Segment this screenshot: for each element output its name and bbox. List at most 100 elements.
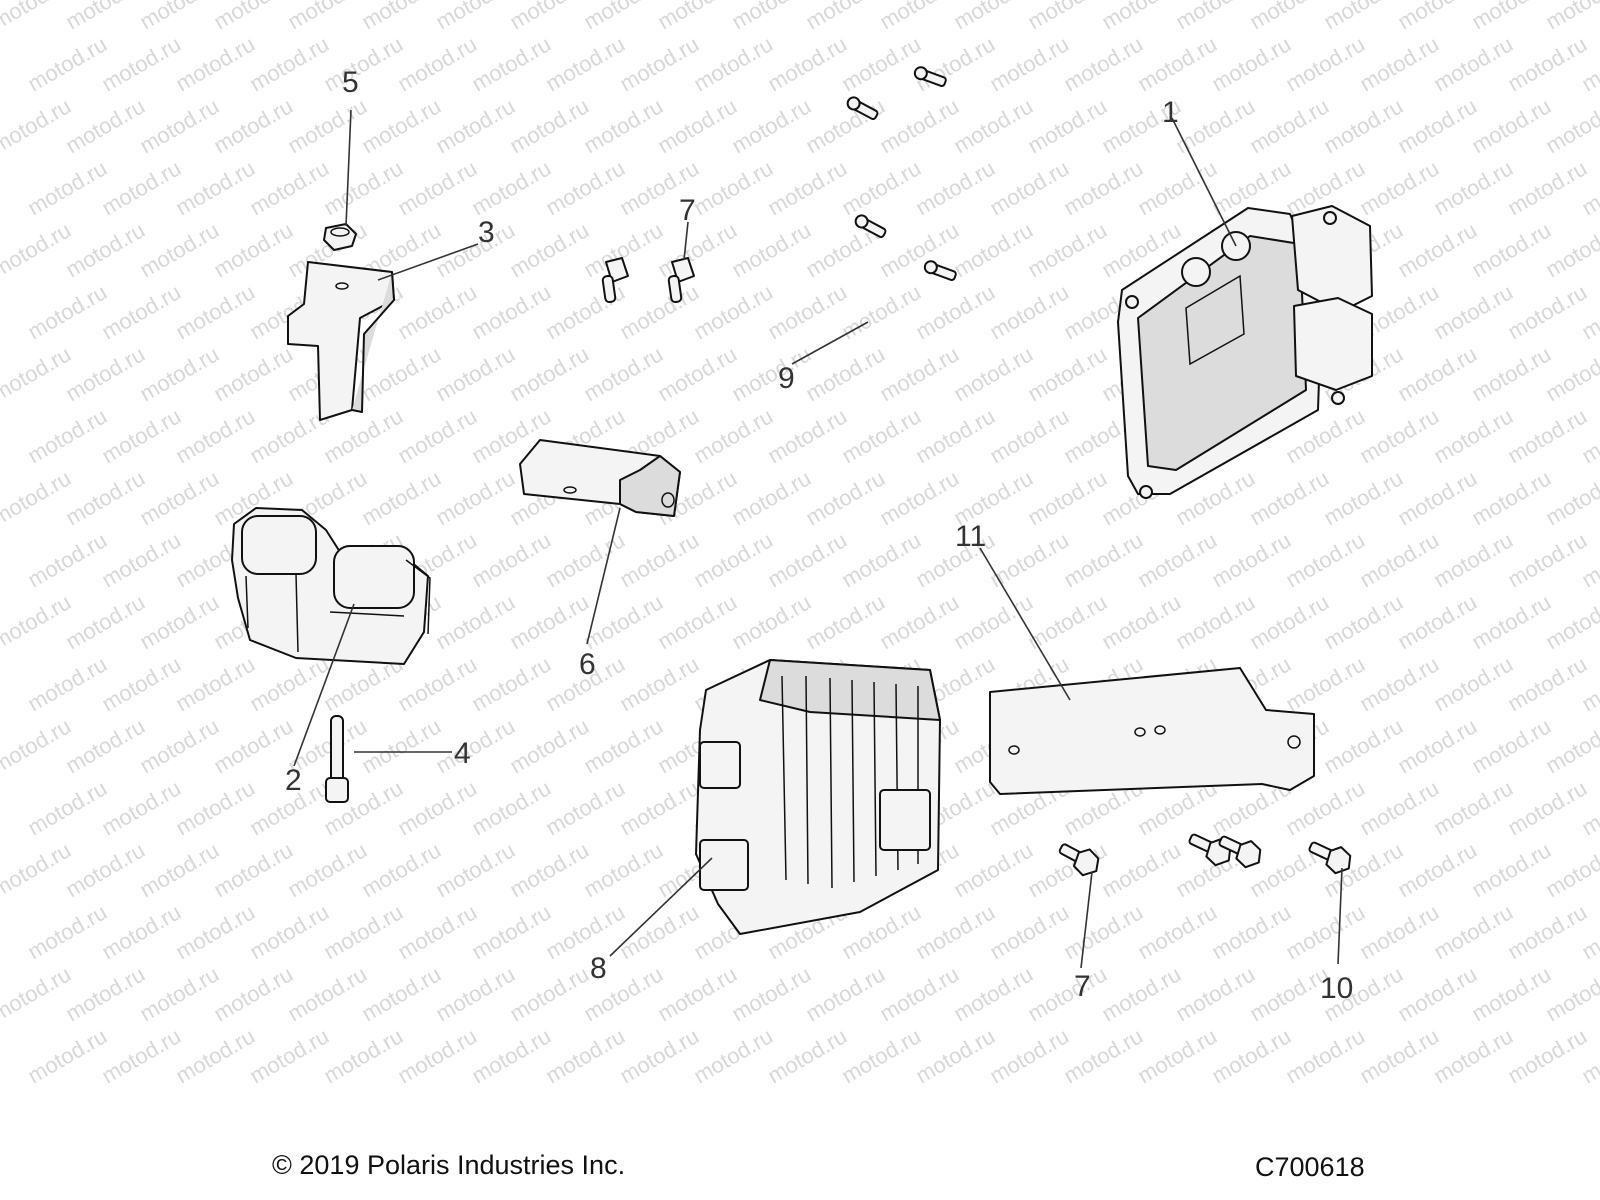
watermark-text: motod.ru <box>1541 0 1600 34</box>
watermark-text: motod.ru <box>61 0 149 34</box>
watermark-text: motod.ru <box>431 341 519 406</box>
watermark-text: motod.ru <box>1319 713 1407 778</box>
watermark-text: motod.ru <box>1541 961 1600 1026</box>
watermark-text: motod.ru <box>1503 403 1591 468</box>
leader-2 <box>293 603 355 767</box>
watermark-text: motod.ru <box>23 527 111 592</box>
leader-7b <box>1080 871 1093 969</box>
watermark-text: motod.ru <box>763 31 851 96</box>
watermark-text: motod.ru <box>1355 775 1443 840</box>
watermark-text: motod.ru <box>1467 217 1555 282</box>
watermark-text: motod.ru <box>727 0 815 34</box>
watermark-text: motod.ru <box>61 713 149 778</box>
callout-1: 1 <box>1162 96 1179 129</box>
watermark-text: motod.ru <box>579 713 667 778</box>
watermark-text: motod.ru <box>1133 1023 1221 1088</box>
watermark-text: motod.ru <box>1393 0 1481 34</box>
watermark-text: motod.ru <box>1541 713 1600 778</box>
watermark-text: motod.ru <box>97 651 185 716</box>
watermark-text: motod.ru <box>61 961 149 1026</box>
callout-4: 4 <box>454 737 471 770</box>
watermark-text: motod.ru <box>135 341 223 406</box>
watermark-text: motod.ru <box>911 403 999 468</box>
watermark-text: motod.ru <box>135 0 223 34</box>
watermark-text: motod.ru <box>1467 837 1555 902</box>
watermark-text: motod.ru <box>1355 1023 1443 1088</box>
watermark-text: motod.ru <box>209 0 297 34</box>
watermark-text: motod.ru <box>61 93 149 158</box>
watermark-text: motod.ru <box>1097 961 1185 1026</box>
watermark-text: motod.ru <box>209 341 297 406</box>
watermark-text: motod.ru <box>393 279 481 344</box>
watermark-text: motod.ru <box>689 1023 777 1088</box>
watermark-text: motod.ru <box>171 651 259 716</box>
watermark-text: motod.ru <box>1355 651 1443 716</box>
part-10-bolts <box>1188 833 1352 875</box>
watermark-text: motod.ru <box>357 341 445 406</box>
watermark-text: motod.ru <box>1355 403 1443 468</box>
watermark-text: motod.ru <box>911 155 999 220</box>
watermark-text: motod.ru <box>1133 155 1221 220</box>
part-7-bolt-pair <box>601 257 695 304</box>
watermark-text: motod.ru <box>801 465 889 530</box>
watermark-text: motod.ru <box>1059 527 1147 592</box>
leader-8 <box>609 857 713 957</box>
leader-3 <box>377 243 479 281</box>
watermark-text: motod.ru <box>97 527 185 592</box>
watermark-text: motod.ru <box>357 713 445 778</box>
watermark-text: motod.ru <box>985 403 1073 468</box>
watermark-text: motod.ru <box>949 837 1037 902</box>
watermark-text: motod.ru <box>837 155 925 220</box>
watermark-text: motod.ru <box>431 961 519 1026</box>
watermark-text: motod.ru <box>0 341 75 406</box>
watermark-text: motod.ru <box>393 899 481 964</box>
watermark-text: motod.ru <box>0 961 75 1026</box>
watermark-text: motod.ru <box>1133 31 1221 96</box>
watermark-text: motod.ru <box>541 527 629 592</box>
watermark-text: motod.ru <box>23 1023 111 1088</box>
watermark-text: motod.ru <box>357 0 445 34</box>
watermark-text: motod.ru <box>1281 31 1369 96</box>
watermark-text: motod.ru <box>283 0 371 34</box>
callout-2: 2 <box>285 764 302 797</box>
watermark-text: motod.ru <box>1429 775 1517 840</box>
watermark-text: motod.ru <box>653 589 741 654</box>
part-8-voltage-regulator <box>695 659 941 935</box>
watermark-text: motod.ru <box>1171 961 1259 1026</box>
watermark-text: motod.ru <box>135 961 223 1026</box>
leader-lines <box>293 109 1343 969</box>
part-9-small-bolts <box>846 66 957 281</box>
watermark-text: motod.ru <box>801 93 889 158</box>
watermark-text: motod.ru <box>135 93 223 158</box>
leader-1 <box>1171 117 1237 247</box>
watermark-text: motod.ru <box>319 899 407 964</box>
watermark-text: motod.ru <box>985 899 1073 964</box>
watermark-text: motod.ru <box>763 1023 851 1088</box>
watermark-text: motod.ru <box>1023 961 1111 1026</box>
watermark-text: motod.ru <box>431 589 519 654</box>
watermark-text: motod.ru <box>653 93 741 158</box>
watermark-text: motod.ru <box>23 403 111 468</box>
watermark-text: motod.ru <box>837 403 925 468</box>
watermark-text: motod.ru <box>1503 527 1591 592</box>
watermark-text: motod.ru <box>1059 899 1147 964</box>
watermark-text: motod.ru <box>727 217 815 282</box>
watermark-text: motod.ru <box>171 775 259 840</box>
watermark-text: motod.ru <box>541 775 629 840</box>
watermark-text: motod.ru <box>1245 0 1333 34</box>
watermark-text: motod.ru <box>541 279 629 344</box>
watermark-text: motod.ru <box>985 527 1073 592</box>
watermark-text: motod.ru <box>653 217 741 282</box>
watermark-text: motod.ru <box>1541 837 1600 902</box>
watermark-text: motod.ru <box>467 31 555 96</box>
watermark-text: motod.ru <box>911 31 999 96</box>
watermark-text: motod.ru <box>505 713 593 778</box>
watermark-text: motod.ru <box>949 217 1037 282</box>
watermark-text: motod.ru <box>1393 837 1481 902</box>
watermark-text: motod.ru <box>1171 93 1259 158</box>
watermark-text: motod.ru <box>61 217 149 282</box>
watermark-text: motod.ru <box>135 837 223 902</box>
watermark-text: motod.ru <box>1355 527 1443 592</box>
watermark-text: motod.ru <box>653 961 741 1026</box>
watermark-text: motod.ru <box>23 31 111 96</box>
